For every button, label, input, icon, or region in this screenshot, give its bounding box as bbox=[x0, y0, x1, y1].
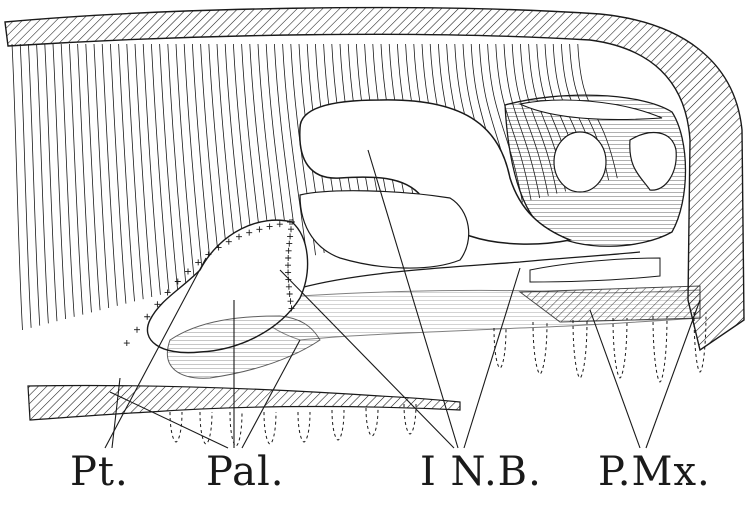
tooth-outline bbox=[573, 320, 587, 378]
tooth-outline bbox=[332, 410, 344, 440]
tooth-outline bbox=[366, 408, 378, 436]
striation-line bbox=[168, 44, 186, 288]
tooth-outline bbox=[298, 412, 310, 442]
striation-line bbox=[110, 44, 126, 304]
jaw-bar bbox=[28, 385, 460, 420]
tooth-outline bbox=[230, 412, 242, 446]
striation-line bbox=[86, 44, 100, 310]
suture-cross bbox=[185, 268, 191, 274]
striation-line bbox=[20, 44, 31, 328]
suture-cross bbox=[195, 259, 201, 265]
tooth-outline bbox=[653, 316, 667, 382]
leader-pmx-a bbox=[590, 310, 640, 448]
suture-cross bbox=[165, 289, 171, 295]
maxillary-ledge bbox=[530, 258, 660, 282]
suture-cross bbox=[175, 279, 181, 285]
striation-line bbox=[94, 44, 109, 308]
striation-line bbox=[78, 44, 92, 312]
tooth-outline bbox=[170, 412, 182, 442]
striation-line bbox=[12, 44, 23, 330]
label-inb: I N.B. bbox=[420, 452, 542, 492]
striation-line bbox=[102, 44, 117, 306]
striation-line bbox=[160, 44, 178, 290]
striation-line bbox=[119, 44, 135, 301]
nasal-opening-left bbox=[554, 132, 606, 192]
label-pal: Pal. bbox=[206, 452, 284, 492]
tooth-outline bbox=[264, 412, 276, 444]
leader-pmx-b bbox=[646, 300, 700, 448]
striation-line bbox=[135, 44, 152, 297]
label-pt: Pt. bbox=[70, 452, 129, 492]
striation-line bbox=[127, 44, 143, 299]
label-pmx: P.Mx. bbox=[598, 452, 711, 492]
striation-line bbox=[151, 44, 169, 293]
tooth-outline bbox=[533, 322, 547, 374]
suture-cross bbox=[124, 340, 130, 346]
striation-line bbox=[143, 44, 160, 295]
suture-cross bbox=[134, 327, 140, 333]
suture-cross bbox=[144, 314, 150, 320]
tooth-outline bbox=[613, 318, 627, 378]
striation-line bbox=[28, 44, 39, 326]
